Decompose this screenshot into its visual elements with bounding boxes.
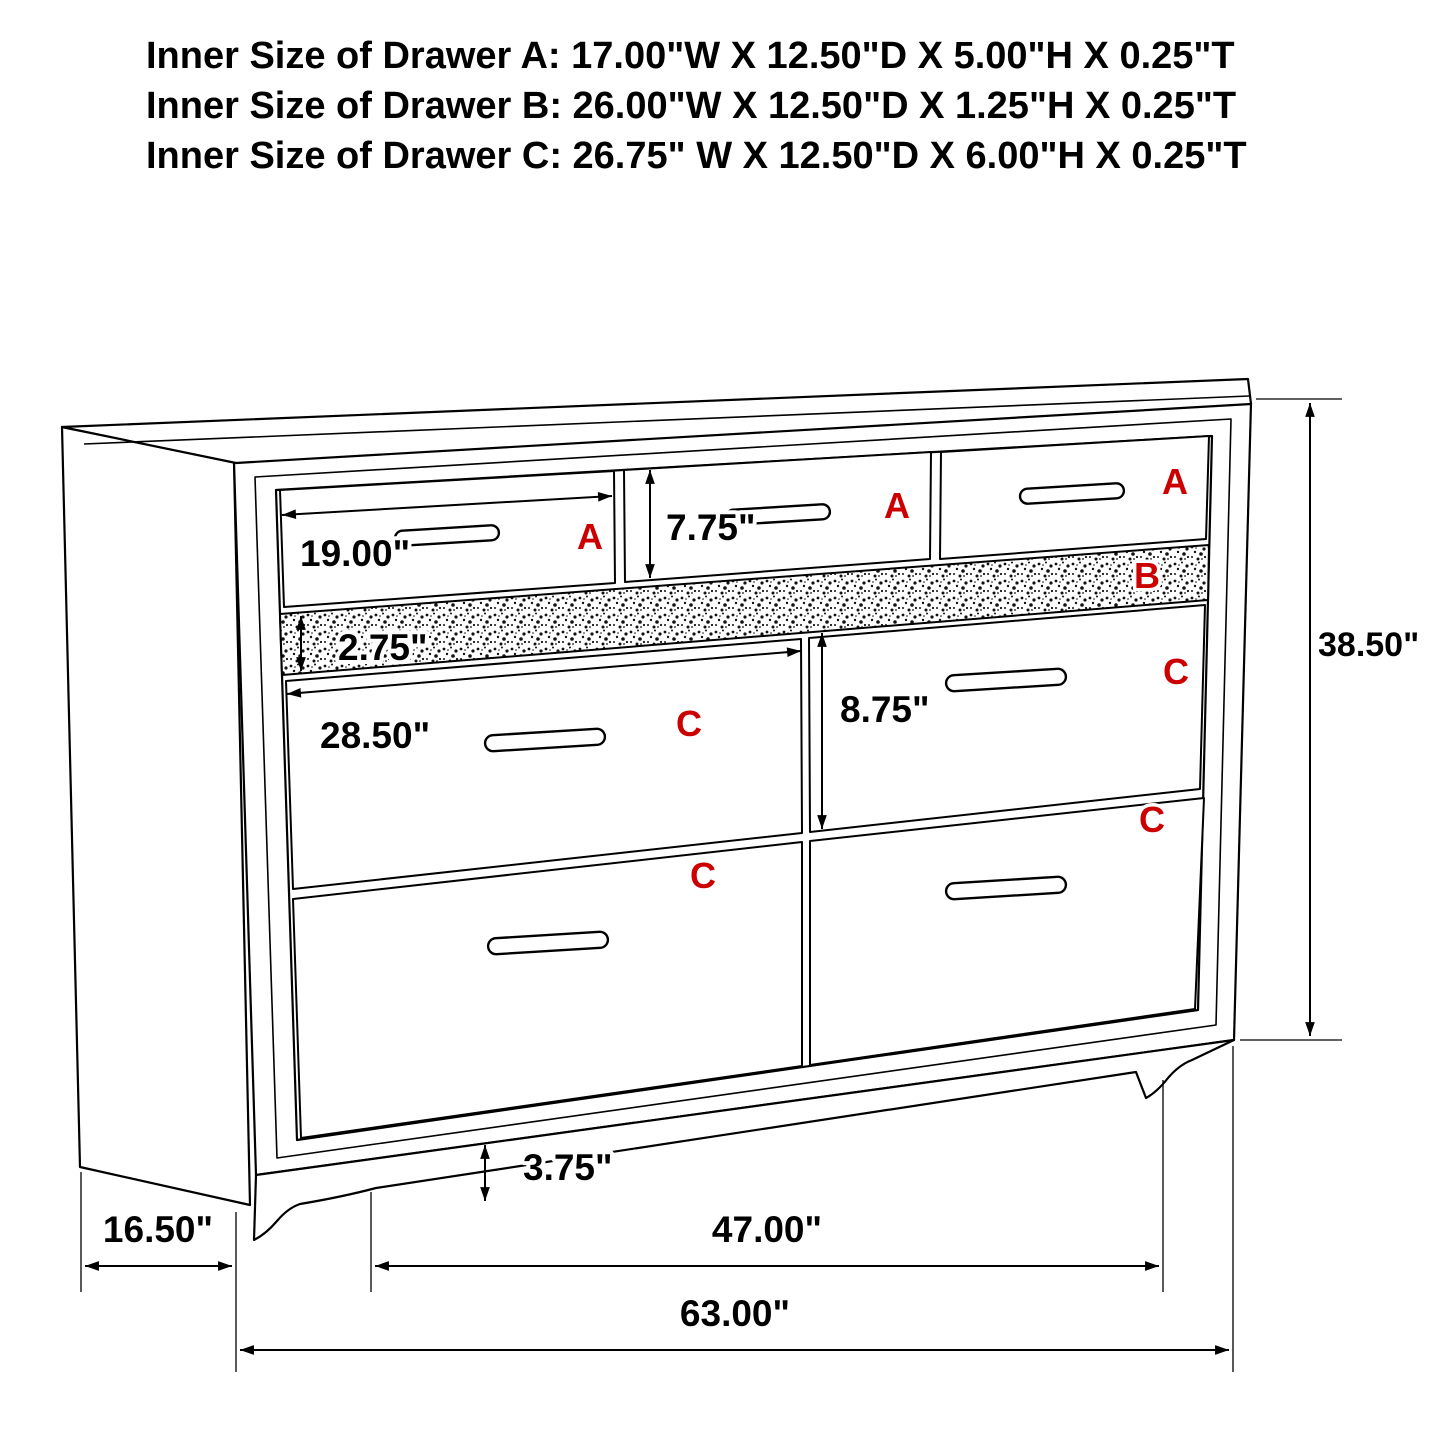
- letter-drawer-a-center: A: [884, 485, 910, 526]
- drawer-c-top-right: [808, 604, 1206, 833]
- dim-label-drawer-b-height: 2.75": [338, 627, 428, 668]
- dim-arrow-drawer-a-width: [281, 491, 613, 520]
- dim-label-drawer-c-height: 8.75": [840, 689, 930, 730]
- dim-label-foot-height: 3.75": [523, 1147, 613, 1188]
- side-panel: [60, 425, 252, 1207]
- dim-label-between-legs: 47.00": [712, 1209, 822, 1250]
- dim-label-overall-height: 38.50": [1318, 626, 1419, 664]
- drawer-c-bottom-left: [292, 841, 803, 1139]
- drawer-c-bottom-right: [809, 797, 1205, 1066]
- drawer-b-jewelry-strip: [279, 544, 1210, 676]
- letter-drawer-c-bottom-left: C: [690, 855, 716, 896]
- letter-drawer-a-right: A: [1162, 461, 1188, 502]
- dim-arrow-drawer-c-width: [286, 647, 802, 698]
- letter-drawer-c-top-left: C: [676, 703, 702, 744]
- letter-drawer-c-top-right: C: [1163, 651, 1189, 692]
- dim-label-drawer-a-height: 7.75": [666, 507, 756, 548]
- dim-label-depth: 16.50": [103, 1209, 213, 1250]
- apron-and-feet: [252, 1038, 1236, 1242]
- front-frame-bevel: [254, 418, 1232, 1159]
- letter-drawer-a-left: A: [577, 516, 603, 557]
- letter-drawer-c-bottom-right: C: [1139, 799, 1165, 840]
- top-edge-bevel-line: [83, 395, 1250, 445]
- letter-drawer-b: B: [1134, 555, 1160, 596]
- header-drawer-a-size: Inner Size of Drawer A: 17.00"W X 12.50"…: [146, 35, 1235, 77]
- dim-label-drawer-a-width: 19.00": [300, 533, 410, 574]
- header-drawer-b-size: Inner Size of Drawer B: 26.00"W X 12.50"…: [146, 85, 1236, 127]
- dim-label-overall-width: 63.00": [680, 1293, 790, 1334]
- header-drawer-c-size: Inner Size of Drawer C: 26.75" W X 12.50…: [146, 135, 1247, 177]
- dim-label-drawer-c-width: 28.50": [320, 715, 430, 756]
